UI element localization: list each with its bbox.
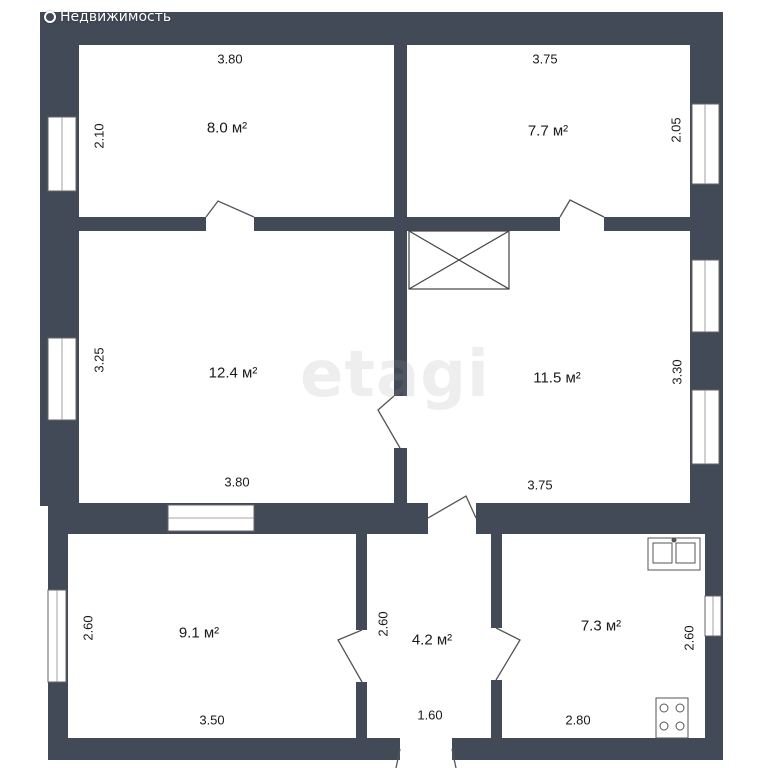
window-right-1: [691, 103, 720, 185]
door-gap-top-left: [206, 217, 254, 231]
room-height-middle-right: 3.30: [669, 359, 685, 385]
room-width-hall: 1.60: [417, 707, 443, 723]
watermark: etagi: [300, 338, 490, 412]
door-gap-center: [394, 396, 407, 448]
window-right-3: [691, 389, 720, 465]
room-width-top-right: 3.75: [532, 51, 558, 67]
room-width-bottom-left: 3.50: [199, 712, 225, 728]
door-swing-entrance: [395, 748, 457, 768]
room-height-bottom-left: 2.60: [80, 615, 96, 641]
outer-wall-bottom: [48, 738, 723, 760]
door-swing-center: [377, 395, 401, 449]
brand-label: Недвижимость: [60, 9, 172, 25]
room-area-middle-right: 11.5 м²: [533, 369, 581, 387]
room-area-hall: 4.2 м²: [411, 631, 453, 649]
outer-wall-top: [40, 12, 723, 45]
door-gap-hall-right: [491, 628, 502, 680]
room-height-top-right: 2.05: [668, 117, 684, 143]
sink-icon: [647, 537, 701, 571]
stair-hatch-icon: [408, 230, 510, 290]
room-width-top-left: 3.80: [217, 51, 243, 67]
room-height-kitchen: 2.60: [681, 625, 697, 651]
wall-vertical-center: [394, 45, 407, 505]
door-swing-hall-right: [495, 627, 521, 681]
room-height-top-left: 2.10: [91, 123, 107, 149]
room-height-middle-left: 3.25: [91, 347, 107, 373]
brand-logo-icon: [44, 11, 56, 23]
room-area-bottom-left: 9.1 м²: [178, 624, 220, 642]
brand-logo: Недвижимость: [44, 9, 171, 25]
room-height-hall: 2.60: [375, 611, 391, 637]
room-area-top-left: 8.0 м²: [206, 119, 248, 137]
door-swing-hall-top: [427, 495, 477, 519]
stove-icon: [655, 697, 689, 739]
room-area-middle-left: 12.4 м²: [208, 364, 258, 382]
door-gap-hall-left: [356, 630, 367, 682]
window-right-2: [691, 259, 720, 333]
door-gap-hall-top: [428, 503, 476, 534]
door-swing-top-right: [559, 199, 605, 218]
room-area-kitchen: 7.3 м²: [580, 617, 622, 635]
door-swing-top-left: [205, 200, 255, 218]
door-gap-entrance: [400, 738, 452, 760]
outer-wall-left-upper: [40, 12, 79, 506]
room-area-top-right: 7.7 м²: [527, 122, 569, 140]
door-gap-top-right: [560, 217, 604, 231]
room-width-middle-left: 3.80: [224, 474, 250, 490]
room-width-middle-right: 3.75: [527, 477, 553, 493]
room-width-kitchen: 2.80: [565, 712, 591, 728]
door-swing-hall-left: [337, 629, 363, 683]
wall-horizontal-lower-right: [476, 503, 723, 534]
